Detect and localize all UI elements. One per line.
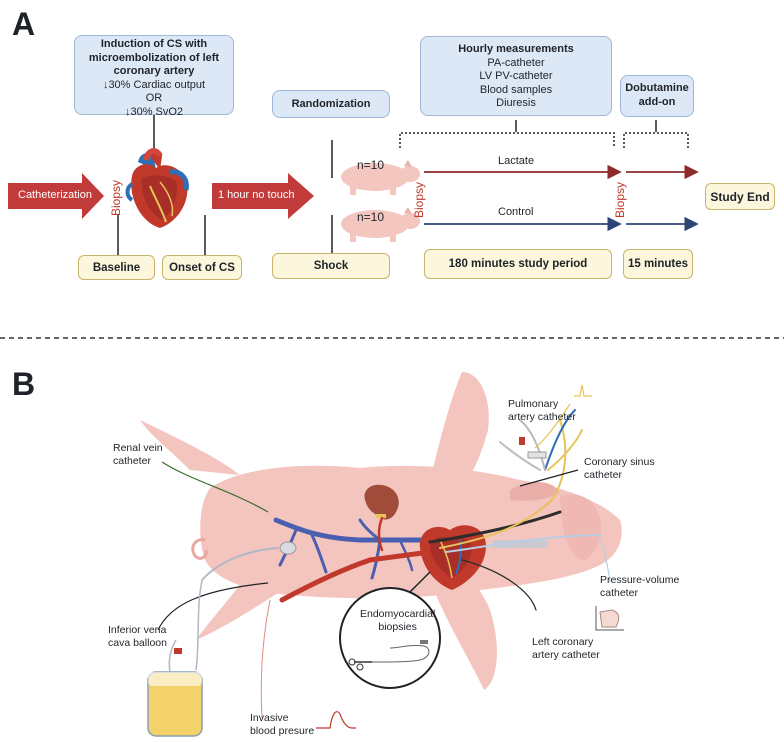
onset-of-cs-box: Onset of CS <box>162 255 242 280</box>
catheterization-arrow <box>8 173 104 219</box>
renal-line-1: Renal vein <box>113 442 163 454</box>
baseline-box: Baseline <box>78 255 155 280</box>
induction-title-line-2: microembolization of left <box>88 51 220 64</box>
fifteen-minutes-box: 15 minutes <box>623 249 693 279</box>
dobutamine-line-2: add-on <box>638 95 676 108</box>
hourly-line-1: PA-catheter <box>487 56 545 69</box>
left-coronary-line-1: Left coronary <box>532 636 594 648</box>
shock-box: Shock <box>272 253 390 279</box>
pv-line-1: Pressure-volume <box>600 574 680 586</box>
left-coronary-line-2: artery catheter <box>532 648 600 661</box>
dobutamine-box: Dobutamine add-on <box>620 75 694 117</box>
pulmonary-line-1: Pulmonary <box>508 398 559 410</box>
dotted-brackets <box>399 132 689 148</box>
panel-b-letter: B <box>12 366 36 402</box>
ivc-balloon-label: Inferior vena cava balloon <box>108 624 167 649</box>
bp-waveform-icon <box>316 711 356 729</box>
lactate-label: Lactate <box>498 155 535 167</box>
ivc-line-2: cava balloon <box>108 636 167 649</box>
pa-hub-red <box>519 437 525 445</box>
pa-catheter-hubs <box>499 409 583 471</box>
kidney-illustration <box>364 484 399 520</box>
endo-line-2: biopsies <box>378 620 417 633</box>
induction-title-line-1: Induction of CS with <box>100 38 208 50</box>
balloon-icon <box>279 541 297 555</box>
hourly-line-3: Blood samples <box>479 83 553 96</box>
group-top-n: n=10 <box>357 158 385 172</box>
induction-line-2: OR <box>145 92 163 104</box>
pa-hub-white <box>527 451 547 459</box>
pig-icon-bottom <box>341 207 420 242</box>
dobutamine-line-1: Dobutamine <box>625 82 689 94</box>
left-coronary-label: Left coronary artery catheter <box>532 636 600 661</box>
catheterization-label: Catheterization <box>18 189 92 201</box>
pv-line-2: catheter <box>600 586 638 599</box>
hourly-measurements-box: Hourly measurements PA-catheter LV PV-ca… <box>420 36 612 116</box>
pig-icon-top <box>341 160 420 195</box>
biopsy-label-end-period: Biopsy <box>613 181 627 218</box>
endomyocardial-label: Endomyocardial biopsies <box>360 608 435 633</box>
coronary-sinus-label: Coronary sinus catheter <box>584 456 655 481</box>
pulmonary-line-2: artery catheter <box>508 410 576 423</box>
hourly-title: Hourly measurements <box>458 43 574 55</box>
trachea <box>492 540 548 548</box>
study-period-box: 180 minutes study period <box>424 249 612 279</box>
biopsy-label-baseline: Biopsy <box>109 179 123 216</box>
catheters <box>428 419 601 611</box>
leader-lines <box>157 403 611 631</box>
iv-bag-icon <box>147 547 279 737</box>
pig-body <box>140 372 622 690</box>
invasive-line-1: Invasive <box>250 712 289 724</box>
coronary-sinus-line-2: catheter <box>584 468 622 481</box>
invasive-line-2: blood presure <box>250 724 315 737</box>
biopsy-label-randomization: Biopsy <box>412 181 426 218</box>
induction-title-line-3: coronary artery <box>113 65 195 77</box>
control-label: Control <box>498 206 534 218</box>
induction-box: Induction of CS with microembolization o… <box>74 35 234 118</box>
study-end-box: Study End <box>705 183 775 210</box>
hourly-line-4: Diuresis <box>496 97 536 109</box>
coronary-sinus-line-1: Coronary sinus <box>584 456 655 468</box>
renal-line-2: catheter <box>113 454 151 467</box>
renal-vein-label: Renal vein catheter <box>113 442 163 467</box>
ivc-line-1: Inferior vena <box>108 624 167 636</box>
pv-catheter-label: Pressure-volume catheter <box>600 574 679 599</box>
artery-network <box>279 516 433 603</box>
no-touch-label: 1 hour no touch <box>218 189 295 201</box>
heart-illustration <box>125 148 189 228</box>
group-bottom-n: n=10 <box>357 210 385 224</box>
endo-line-1: Endomyocardial <box>360 608 436 620</box>
connector-lines <box>117 115 657 258</box>
pa-waveform-icon <box>574 384 592 397</box>
hourly-line-2: LV PV-catheter <box>479 70 553 82</box>
bp-leader-line <box>260 599 271 719</box>
no-touch-arrow <box>212 173 314 219</box>
invasive-bp-label: Invasive blood presure <box>250 712 314 737</box>
pv-loop-icon <box>595 606 624 631</box>
randomization-box: Randomization <box>272 90 390 118</box>
biopsy-magnifier <box>339 571 441 689</box>
panel-a-letter: A <box>12 6 36 42</box>
induction-line-1: ↓30% Cardiac output <box>102 78 206 91</box>
pulmonary-catheter-label: Pulmonary artery catheter <box>508 398 576 423</box>
induction-line-3: ↓30% SvO2 <box>124 105 184 118</box>
